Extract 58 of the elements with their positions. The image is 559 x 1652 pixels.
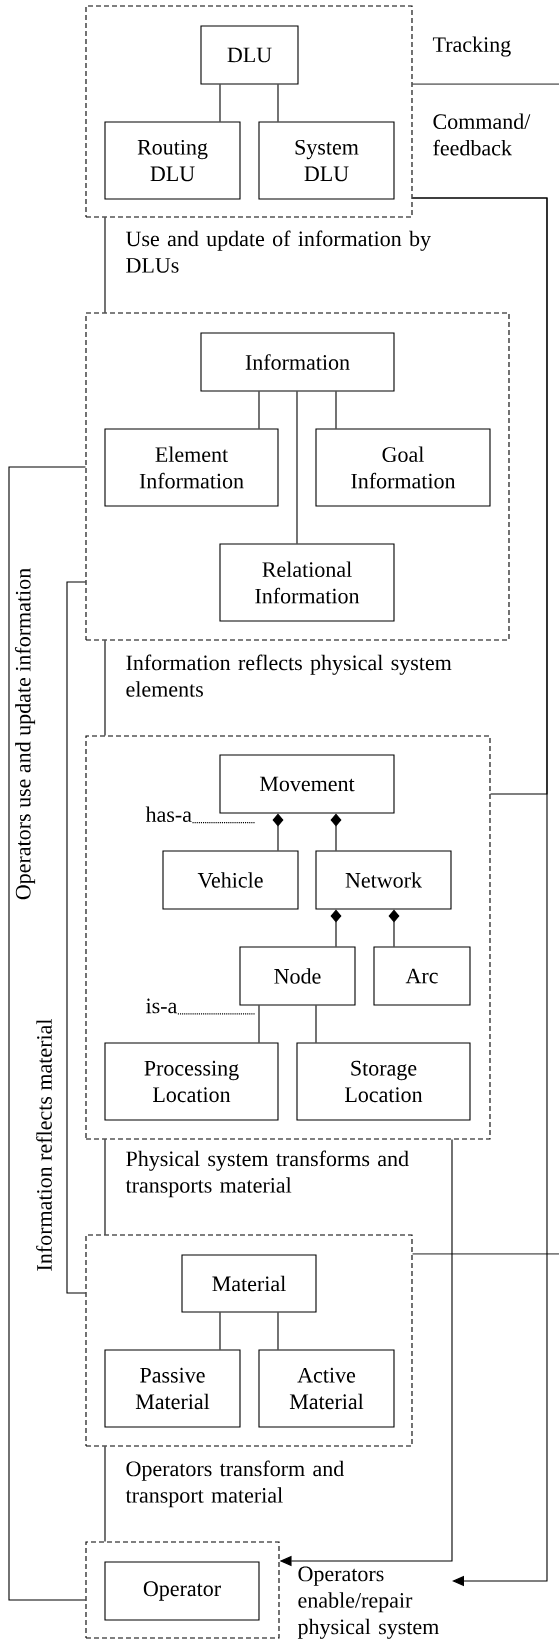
class-box: Arc [373, 946, 471, 1006]
composition-line [330, 909, 342, 947]
class-box: Vehicle [162, 850, 299, 910]
composition-line [272, 813, 284, 851]
connector-line [258, 1005, 260, 1043]
edge-label: Physical system transforms and transports material [125, 1150, 409, 1198]
connector-line [219, 1312, 221, 1350]
leader-line [177, 1013, 256, 1015]
arrow [412, 197, 548, 1587]
dashed-frame [85, 312, 510, 641]
connector-line [315, 1005, 317, 1043]
connector-line [104, 217, 106, 314]
dashed-frame [85, 1541, 280, 1639]
class-box: Goal Information [315, 428, 491, 507]
class-box: Processing Location [104, 1042, 279, 1121]
class-box: Storage Location [296, 1042, 471, 1121]
connector-line [258, 391, 260, 430]
connector-line [104, 640, 106, 736]
class-box: Passive Material [104, 1349, 241, 1428]
composition-line [388, 909, 400, 947]
connector-line [66, 581, 86, 1294]
class-box: DLU [200, 25, 299, 85]
connector-line [412, 83, 559, 85]
connector-line [277, 1312, 279, 1350]
dashed-frame [85, 1234, 413, 1447]
class-box: Routing DLU [104, 121, 241, 200]
class-box: Node [239, 946, 356, 1006]
connector-line [277, 84, 279, 122]
class-box: Network [315, 850, 452, 910]
edge-label: Tracking [432, 36, 511, 57]
edge-label: Operators use and update information [14, 568, 36, 900]
edge-label: Command/ feedback [433, 113, 531, 156]
class-box: System DLU [258, 121, 395, 200]
edge-label: Use and update of information by DLUs [126, 230, 431, 273]
connector-line [335, 391, 337, 430]
class-box: Movement [219, 754, 395, 814]
relation-label: is-a [146, 998, 177, 1014]
edge-label: Information reflects material [36, 1018, 52, 1271]
edge-label: Operators transform and transport material [125, 1460, 344, 1508]
connector-line [412, 1253, 559, 1255]
edge-label: Operators enable/repair physical system [297, 1566, 439, 1639]
connector-line [219, 84, 221, 122]
class-box: Active Material [258, 1349, 395, 1428]
connector-line [104, 1446, 106, 1542]
connector-line [8, 466, 86, 1601]
class-box: Element Information [104, 428, 279, 507]
dashed-frame [85, 735, 491, 1140]
leader-line [191, 822, 256, 824]
class-box: Information [200, 332, 395, 392]
class-box: Relational Information [219, 543, 395, 622]
edge-label: Information reflects physical system elements [126, 654, 452, 697]
connector-line [104, 1139, 106, 1235]
composition-line [330, 813, 342, 851]
relation-label: has-a [145, 806, 192, 823]
class-box: Material [181, 1254, 317, 1313]
connector-line [296, 391, 298, 544]
class-box: Operator [104, 1561, 260, 1621]
dashed-frame [85, 5, 413, 218]
